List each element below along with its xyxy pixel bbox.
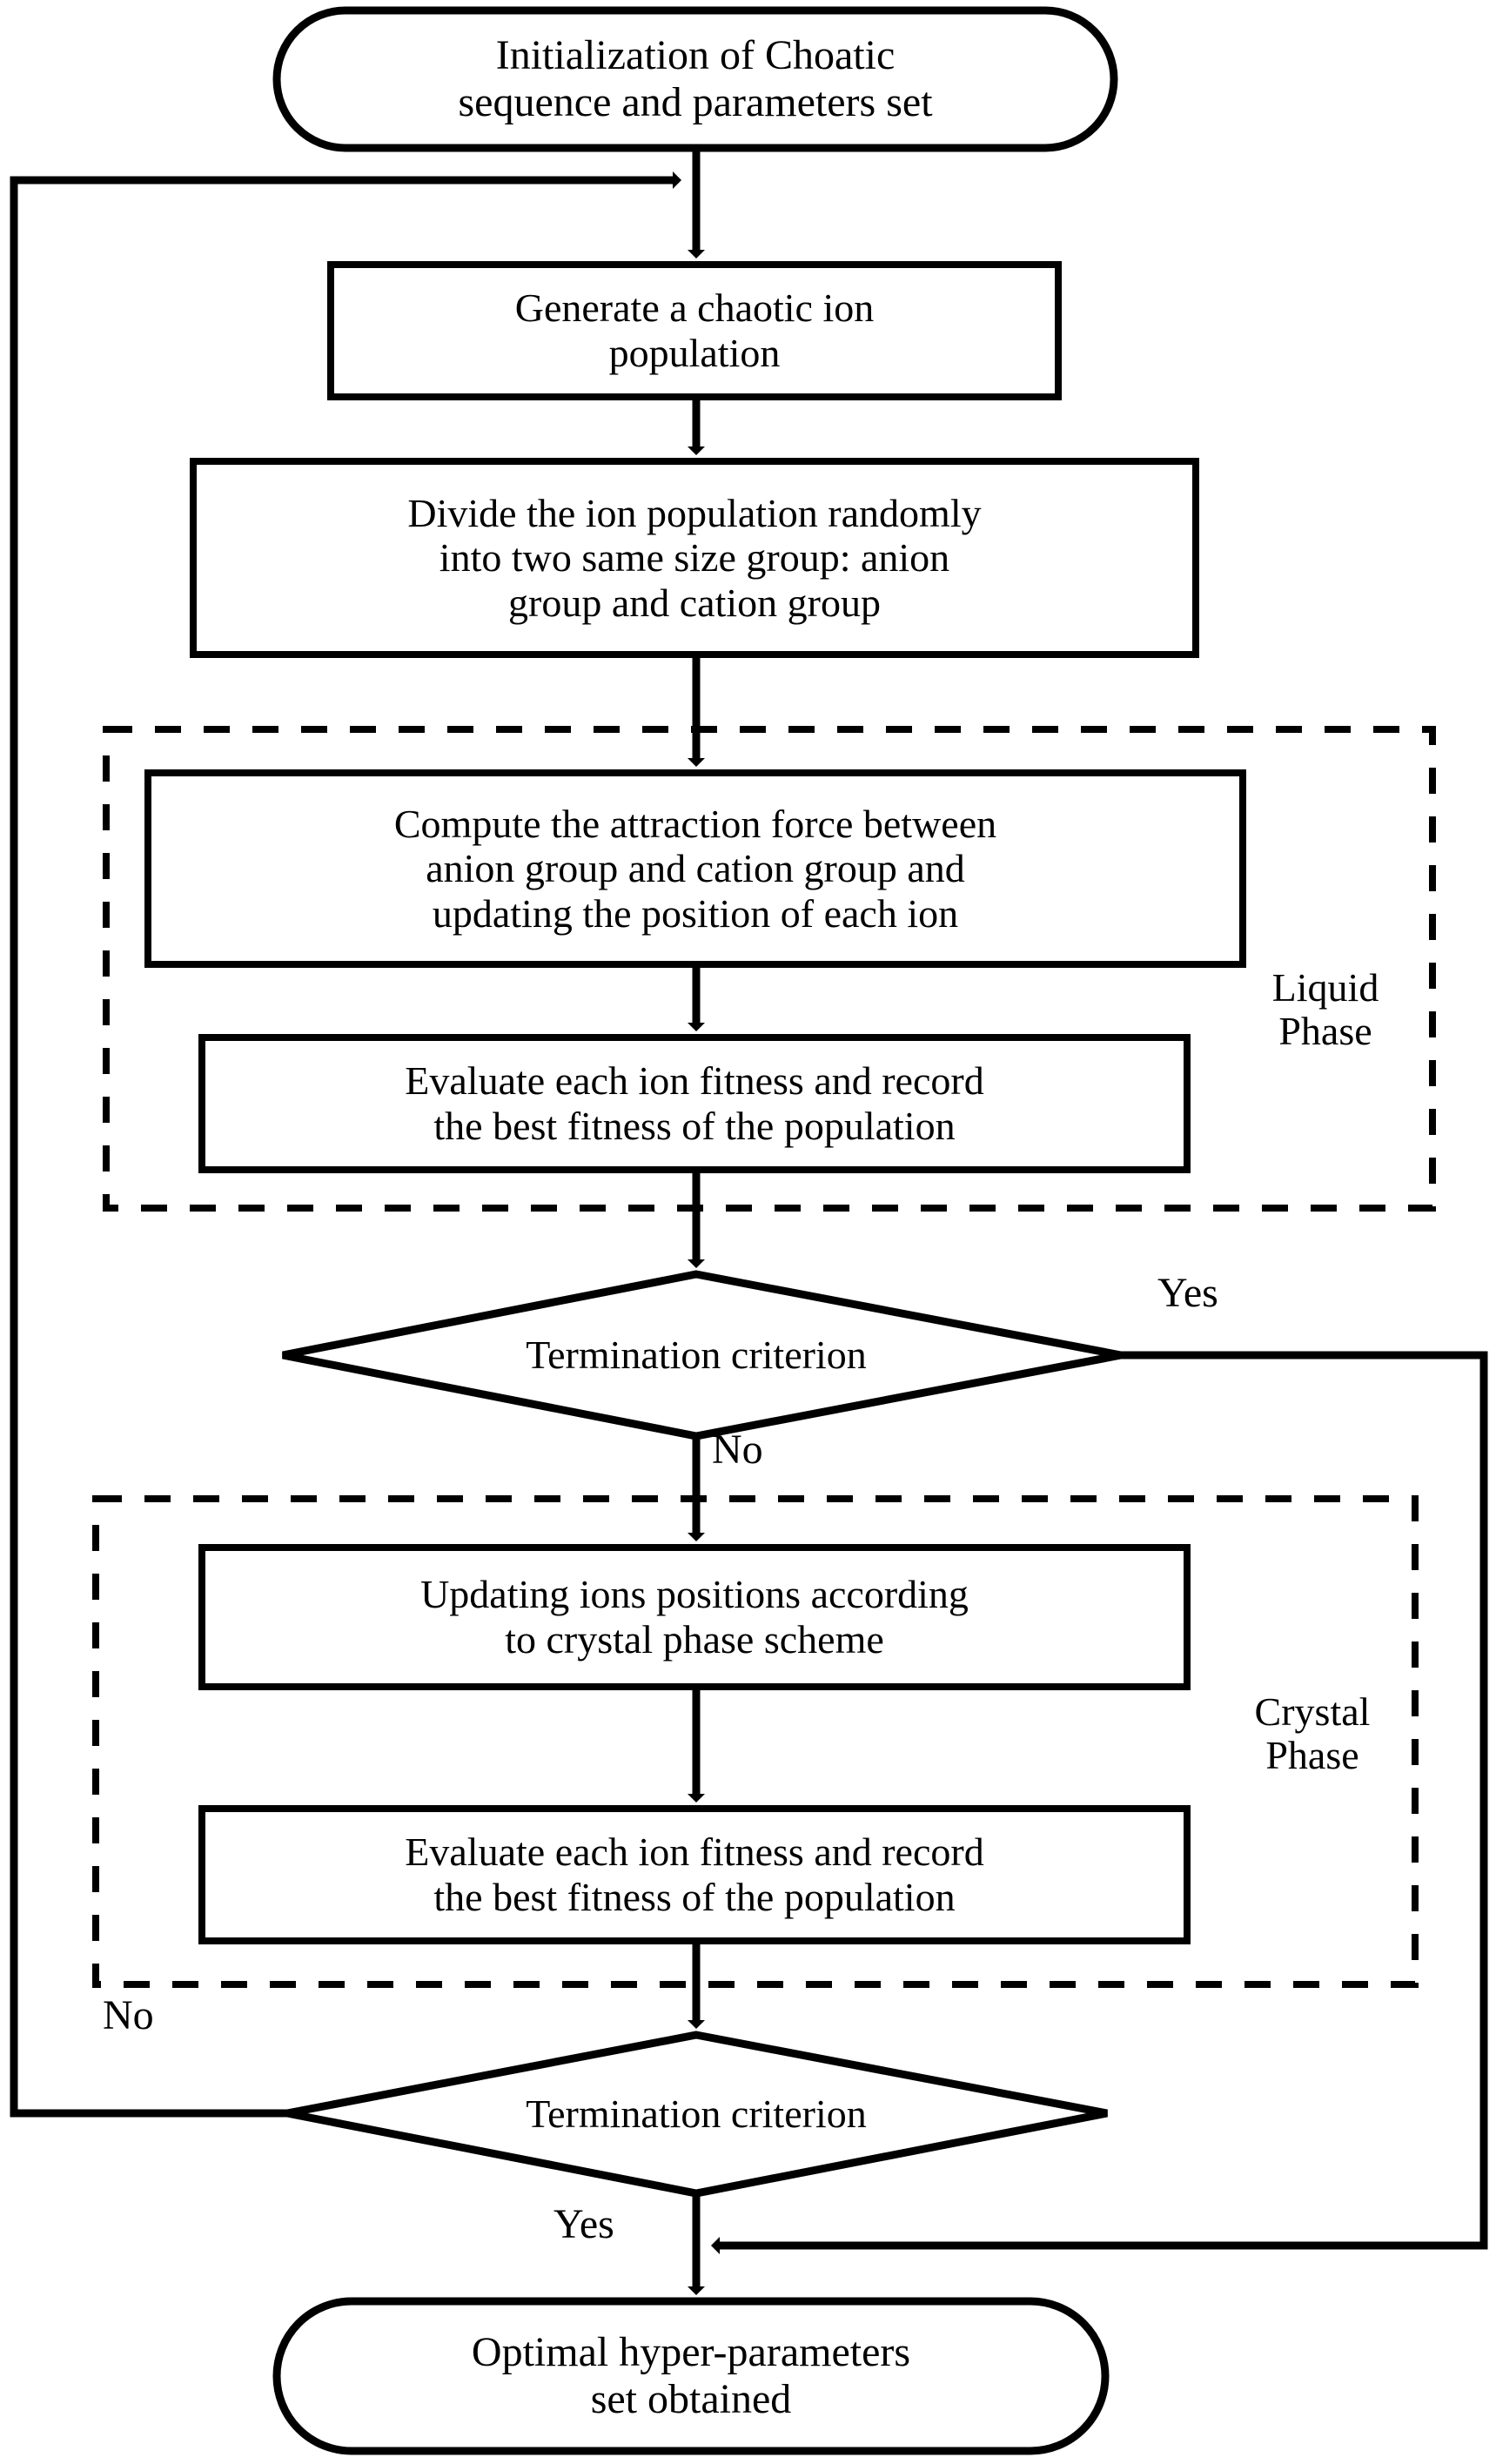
- node-decision-liquid-shape: [282, 1270, 1122, 1440]
- edge-label-liquid-no: No: [712, 1427, 763, 1473]
- edge-decision-liquid-yes-bypass: [711, 1351, 1488, 2254]
- node-start-shape: [272, 6, 1118, 152]
- group-crystal-phase-label: Crystal Phase: [1254, 1689, 1371, 1777]
- node-update-crystal-shape: [198, 1544, 1191, 1690]
- edge-decision-crystal-no-feedback: [10, 171, 681, 2118]
- node-divide-shape: [190, 458, 1199, 658]
- node-evaluate-crystal-shape: [198, 1805, 1191, 1944]
- edge-label-liquid-yes: Yes: [1157, 1270, 1218, 1316]
- edge-label-crystal-yes: Yes: [553, 2201, 614, 2247]
- group-liquid-phase-label: Liquid Phase: [1271, 965, 1379, 1053]
- node-generate-shape: [327, 261, 1062, 400]
- node-evaluate-liquid-shape: [198, 1034, 1191, 1173]
- node-attraction-shape: [144, 769, 1246, 968]
- group-crystal-phase-border: [92, 1495, 1419, 1988]
- group-liquid-phase-border: [103, 726, 1436, 1212]
- edge-label-crystal-no: No: [103, 1992, 154, 2038]
- node-end-shape: [272, 2297, 1110, 2455]
- node-decision-crystal-shape: [286, 2031, 1108, 2198]
